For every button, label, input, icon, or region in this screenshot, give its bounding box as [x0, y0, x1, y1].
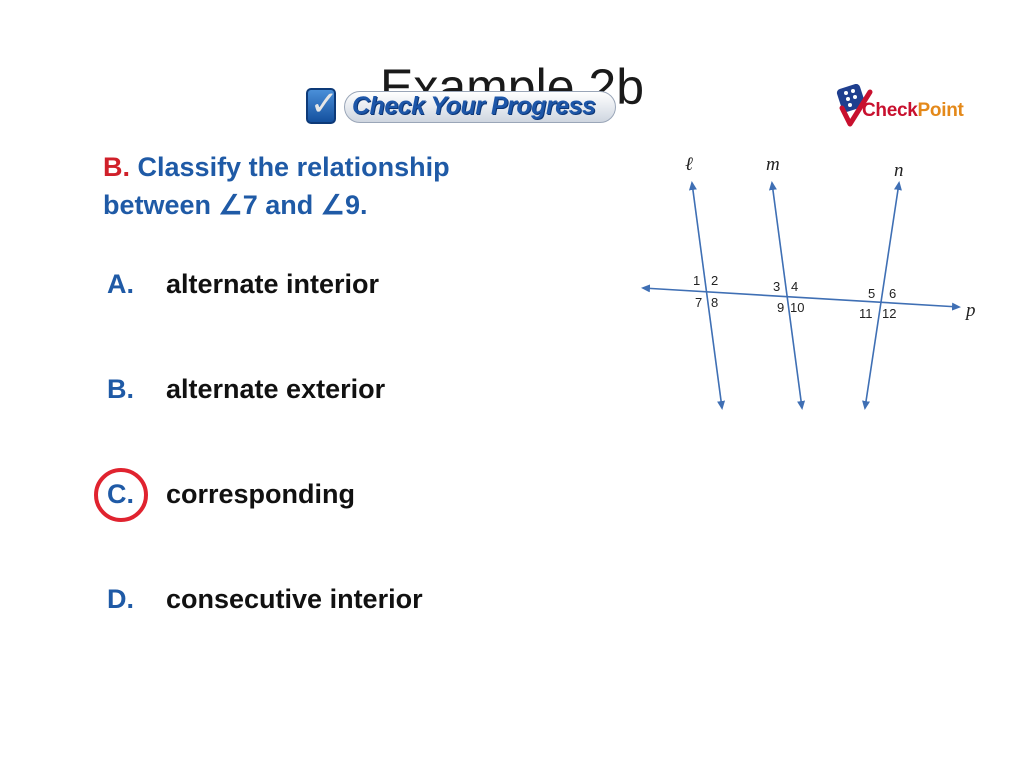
angle-label: 12 — [882, 306, 896, 321]
question-line-1-text: Classify the relationship — [137, 152, 450, 182]
banner-label: Check Your Progress — [352, 92, 596, 120]
checkbox-icon: ✓ — [306, 84, 339, 124]
option-text: alternate interior — [166, 269, 380, 299]
angle-label: 7 — [695, 295, 702, 310]
option-letter: D. — [107, 584, 134, 614]
option-letter: C. — [107, 479, 134, 509]
angle-label: 8 — [711, 295, 718, 310]
line-label-p: p — [964, 300, 976, 321]
question-line-2: between ∠7 and ∠9. — [103, 186, 523, 224]
angle-symbol-icon: ∠ — [320, 190, 346, 220]
angle-label: 5 — [868, 286, 875, 301]
angle-symbol-icon: ∠ — [218, 190, 243, 220]
question-end: . — [360, 190, 368, 220]
angle-label: 9 — [777, 300, 784, 315]
option-text: consecutive interior — [166, 584, 423, 614]
angle-label: 10 — [790, 300, 804, 315]
dice-check-icon — [836, 84, 873, 127]
angle-label: 1 — [693, 273, 700, 288]
option-text: corresponding — [166, 479, 356, 509]
question-and: and — [257, 190, 321, 220]
logo-check-word: Check — [862, 100, 918, 121]
check-your-progress-banner: ✓ Check Your Progress — [302, 84, 622, 130]
angle-a: 7 — [242, 190, 258, 220]
selected-answer-circle — [94, 468, 148, 522]
option-letter: B. — [107, 374, 134, 404]
question-line-1: B. Classify the relationship — [103, 148, 523, 186]
angle-b: 9 — [345, 190, 361, 220]
option-text: alternate exterior — [166, 374, 386, 404]
angle-label: 6 — [889, 286, 896, 301]
line-p — [641, 284, 961, 311]
question-prompt: B. Classify the relationship between ∠7 … — [103, 148, 523, 224]
line-label-m: m — [766, 154, 780, 175]
angle-label: 2 — [711, 273, 718, 288]
transversal-diagram: ℓ m n p 1 2 7 8 3 4 9 10 5 6 11 12 — [641, 154, 976, 410]
question-between: between — [103, 190, 219, 220]
option-letter: A. — [107, 269, 134, 299]
question-part-letter: B. — [103, 152, 130, 182]
angle-label: 11 — [859, 306, 873, 321]
line-label-l: ℓ — [685, 154, 693, 175]
angle-label: 4 — [791, 279, 798, 294]
logo-point-word: Point — [917, 100, 964, 121]
banner-pill — [344, 91, 616, 123]
line-label-n: n — [894, 160, 904, 181]
angle-label: 3 — [773, 279, 780, 294]
checkpoint-logo: CheckPoint — [836, 84, 986, 130]
logo-wordmark: CheckPoint — [862, 100, 964, 122]
